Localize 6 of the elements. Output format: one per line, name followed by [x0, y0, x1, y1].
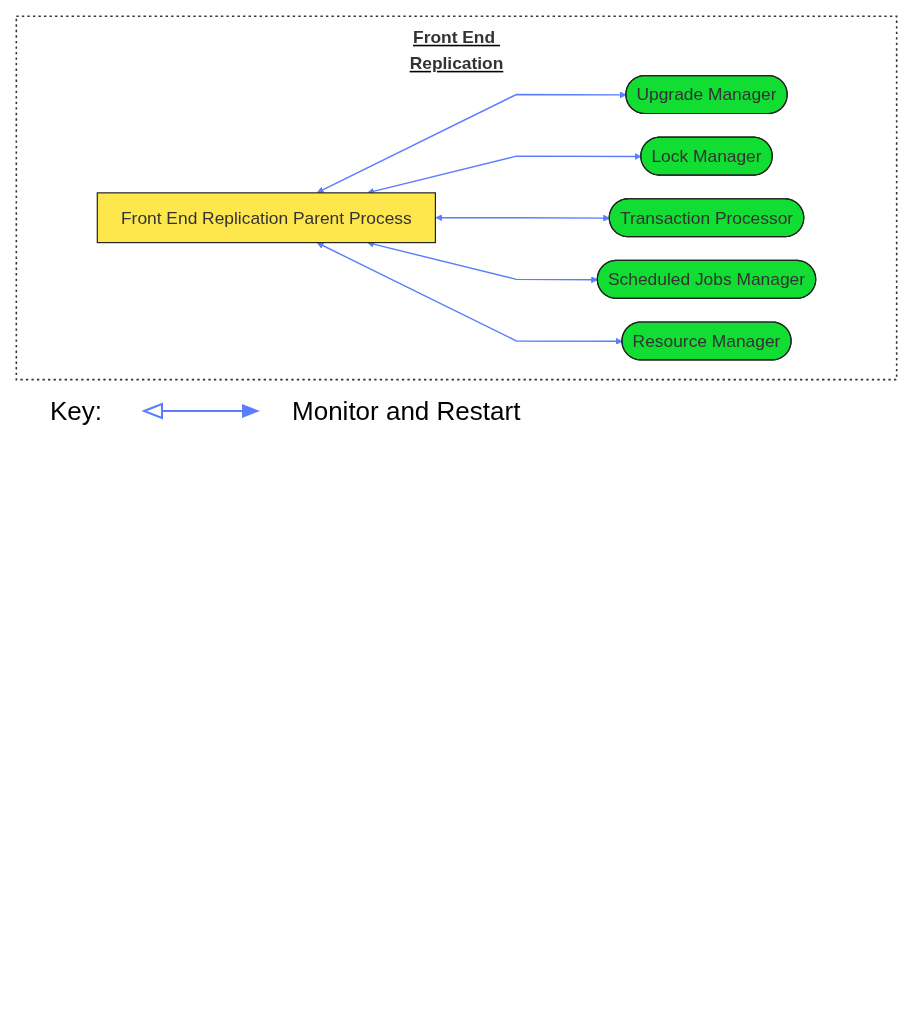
arrow [316, 242, 623, 345]
key-label: Key: [50, 395, 103, 427]
arrow [316, 91, 627, 194]
legend-text: Monitor and Restart [292, 395, 521, 427]
arrow [435, 214, 610, 222]
node-box: Front End Replication Parent Process [96, 192, 436, 244]
